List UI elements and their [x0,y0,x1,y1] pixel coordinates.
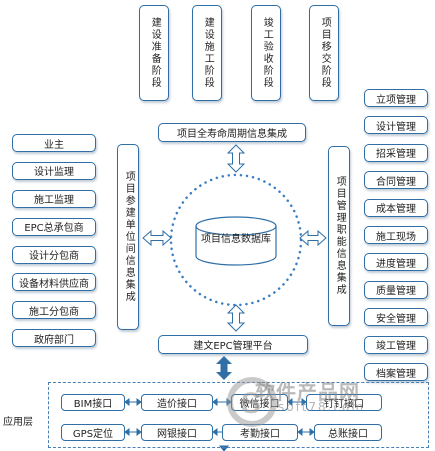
function-item: 合同管理 [364,171,428,190]
participant-item: 设备材料供应商 [12,273,96,292]
function-item: 安全管理 [364,308,428,327]
stage-box: 竣工验收阶段 [251,5,281,101]
interface-box: 造价接口 [141,394,213,411]
participant-item: 设计监理 [12,161,96,180]
participant-integration-panel: 项目参建单位间信息集成 [117,144,139,330]
double-arrow-left-icon [142,229,172,247]
double-arrow-bottom-icon [226,304,246,332]
watermark-title: 软件产品网 [255,380,360,404]
watermark-url: soft78.com [278,400,366,414]
lifecycle-integration-bar: 项目全寿命周期信息集成 [158,123,306,142]
stage-box: 建设施工阶段 [192,5,222,101]
function-item: 立项管理 [364,89,428,107]
participant-item: 政府部门 [12,329,96,348]
double-arrow-right-icon [299,229,327,247]
participant-item: 施工监理 [12,189,96,208]
function-integration-panel: 项目管理职能信息集成 [328,146,350,326]
interface-box: 钉钉接口 [306,394,382,411]
function-item: 进度管理 [364,253,428,272]
function-item: 施工现场 [364,226,428,244]
participant-item: EPC总承包商 [12,217,96,236]
epc-platform-bar: 建文EPC管理平台 [158,335,308,354]
interface-box: 总账接口 [314,424,382,441]
participant-item: 业主 [12,134,96,152]
interface-box: GPS定位 [61,424,125,441]
function-item: 质量管理 [364,280,428,299]
participant-item: 设计分包商 [12,245,96,264]
function-item: 竣工管理 [364,335,428,354]
stage-box: 项目移交阶段 [309,5,339,101]
svg-text:S: S [241,387,261,420]
function-item: 档案管理 [364,363,428,381]
interface-box: BIM接口 [61,394,125,411]
watermark-logo: S [227,377,277,427]
database-label: 项目信息数据库 [201,234,271,245]
interface-box: 网银接口 [141,424,213,441]
function-item: 设计管理 [364,116,428,135]
double-arrow-top-icon [226,144,246,173]
function-item: 成本管理 [364,198,428,217]
participant-item: 施工分包商 [12,301,96,320]
app-layer-label: 应用层 [3,417,33,428]
stage-box: 建设准备阶段 [139,5,169,101]
function-item: 招采管理 [364,143,428,162]
